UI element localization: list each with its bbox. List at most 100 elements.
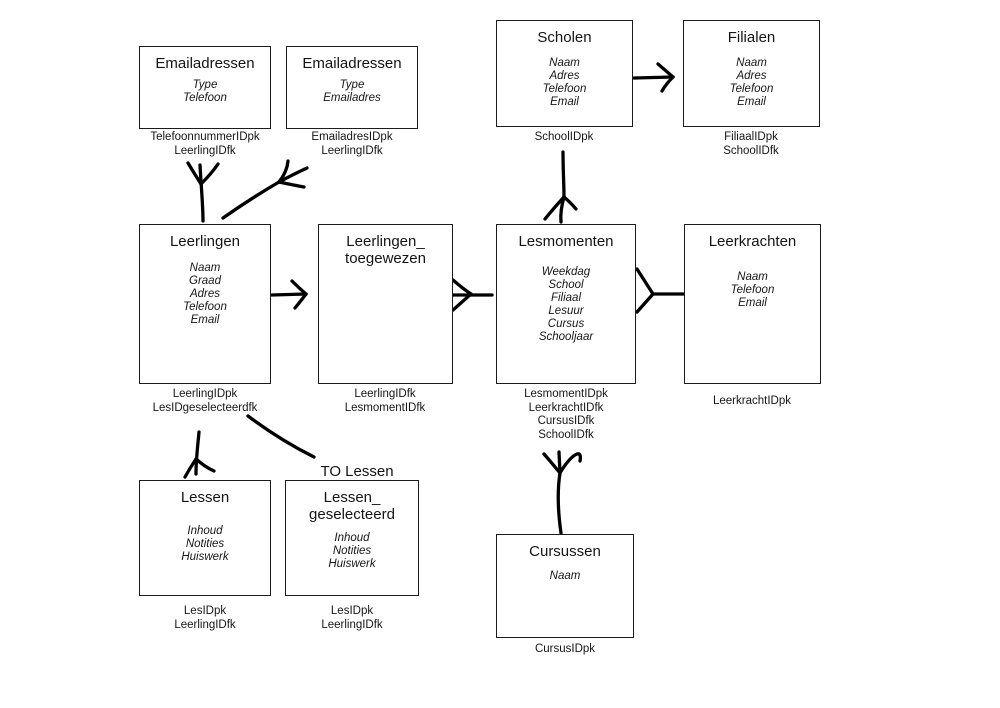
attribute: Graad	[189, 275, 221, 287]
attribute: Naam	[549, 57, 580, 69]
key-labels-scholen: SchoolIDpk	[474, 131, 654, 145]
key-label: FiliaalIDpk	[724, 131, 778, 143]
attribute: School	[548, 279, 584, 291]
crow-foot-prong	[277, 166, 309, 184]
key-labels-cursussen: CursusIDpk	[475, 643, 655, 657]
key-label: CursusIDfk	[537, 415, 595, 427]
connector-line	[198, 163, 205, 223]
entity-leerlingen-toegewezen[interactable]: Leerlingen_ toegewezen	[318, 224, 453, 384]
connector-lesmomenten-cursussen[interactable]	[542, 450, 583, 535]
entity-cursussen[interactable]: Cursussen Naam	[496, 534, 634, 638]
entity-filialen[interactable]: Filialen Naam Adres Telefoon Email	[683, 20, 820, 127]
connector-scholen-lesmomenten[interactable]	[543, 150, 578, 224]
entity-title: Leerlingen	[169, 233, 241, 250]
attribute: Telefoon	[730, 284, 775, 296]
connector-emailadressen1-leerlingen[interactable]	[186, 161, 220, 223]
entity-leerkrachten[interactable]: Leerkrachten Naam Telefoon Email	[684, 224, 821, 384]
key-label: LesmomentIDpk	[524, 388, 608, 400]
crow-foot-prong	[656, 62, 675, 79]
crow-foot-prong	[562, 195, 578, 211]
attribute: Lesuur	[548, 305, 584, 317]
key-label: EmailadresIDpk	[311, 131, 393, 143]
attribute: Emailadres	[323, 92, 381, 104]
crow-foot-prong	[451, 292, 473, 312]
attribute: Naam	[737, 271, 768, 283]
attribute: Weekdag	[541, 266, 591, 278]
entity-title: Emailadressen	[302, 55, 402, 72]
connector-leerlingen-lessen[interactable]	[183, 430, 216, 479]
key-label: LeerlingIDfk	[354, 388, 416, 400]
connector-leerlingen-lessen-geselecteerd[interactable]	[246, 414, 316, 459]
attribute: Adres	[736, 70, 767, 82]
attribute: Telefoon	[542, 83, 587, 95]
key-label: LeerkrachtIDfk	[528, 401, 604, 414]
entity-title: Emailadressen	[155, 55, 255, 72]
attribute: Email	[550, 96, 579, 108]
entity-leerlingen[interactable]: Leerlingen Naam Graad Adres Telefoon Ema…	[139, 224, 271, 384]
key-label: LeerlingIDfk	[174, 618, 236, 631]
connector-leerlingen-toegewezen-lesmomenten[interactable]	[449, 278, 494, 312]
entity-lesmomenten[interactable]: Lesmomenten Weekdag School Filiaal Lesuu…	[496, 224, 636, 384]
attribute: Type	[192, 79, 218, 91]
entity-lessen[interactable]: Lessen Inhoud Notities Huiswerk	[139, 480, 271, 596]
key-labels-lesmomenten: LesmomentIDpk LeerkrachtIDfk CursusIDfk …	[476, 388, 656, 442]
key-label: SchoolIDfk	[723, 144, 779, 157]
key-label: LeerlingIDpk	[172, 388, 238, 400]
crow-foot-prong	[293, 292, 308, 310]
key-labels-filialen: FiliaalIDpk SchoolIDfk	[661, 131, 841, 158]
key-label: LesmomentIDfk	[344, 401, 426, 414]
connector-leerlingen-emailadressen2[interactable]	[221, 159, 309, 220]
attribute: Filiaal	[550, 292, 582, 304]
entity-emailadressen-1[interactable]: Emailadressen Type Telefoon	[139, 46, 271, 129]
to-lessen-label: TO Lessen	[320, 463, 394, 480]
crow-foot-prong	[186, 161, 203, 186]
crow-foot-prong	[559, 195, 566, 224]
connector-lesmomenten-leerkrachten[interactable]	[635, 267, 686, 314]
key-label: TelefoonnummerIDpk	[150, 131, 260, 143]
key-label: LeerlingIDfk	[321, 144, 383, 157]
connector-line	[270, 292, 308, 297]
connector-line	[556, 471, 563, 535]
key-label: LeerkrachtIDpk	[713, 395, 791, 407]
attribute: Telefoon	[729, 83, 774, 95]
connector-scholen-filialen[interactable]	[632, 62, 675, 93]
crow-foot-prong	[199, 162, 220, 186]
entity-title: Lesmomenten	[518, 233, 614, 250]
attribute: Inhoud	[187, 525, 223, 537]
attribute: Adres	[549, 70, 580, 82]
crow-foot-prong	[277, 180, 306, 189]
connector-line	[221, 180, 281, 220]
connector-line	[632, 75, 675, 80]
entity-scholen[interactable]: Scholen Naam Adres Telefoon Email	[496, 20, 633, 127]
crow-foot-prong	[635, 267, 655, 296]
entity-title: Lessen_ geselecteerd	[309, 489, 395, 523]
key-labels-lessen-geselecteerd: LesIDpk LeerlingIDfk	[262, 605, 442, 632]
key-labels-leerlingen: LeerlingIDpk LesIDgeselecteerdfk	[115, 388, 295, 415]
entity-title: Leerkrachten	[708, 233, 797, 250]
attribute: Notities	[185, 538, 225, 550]
entity-lessen-geselecteerd[interactable]: Lessen_ geselecteerd Inhoud Notities Hui…	[285, 480, 419, 596]
connector-line	[246, 414, 316, 459]
entity-emailadressen-2[interactable]: Emailadressen Type Emailadres	[286, 46, 418, 129]
key-labels-leerkrachten: LeerkrachtIDpk	[662, 395, 842, 409]
key-labels-emailadressen-1: TelefoonnummerIDpk LeerlingIDfk	[115, 131, 295, 158]
attribute: Type	[339, 79, 365, 91]
attribute: Notities	[332, 545, 372, 557]
attribute: Naam	[189, 262, 221, 274]
entity-title: Cursussen	[529, 543, 601, 560]
key-labels-leerlingen-toegewezen: LeerlingIDfk LesmomentIDfk	[295, 388, 475, 415]
crow-foot-prong	[635, 292, 655, 314]
entity-title: Scholen	[537, 29, 592, 46]
entity-title: Leerlingen_ toegewezen	[345, 233, 426, 267]
key-label: LesIDpk	[183, 605, 227, 617]
crow-foot-prong	[557, 450, 562, 475]
attribute: Email	[190, 314, 220, 326]
connector-leerlingen-leerlingen-toegewezen[interactable]	[270, 279, 308, 310]
entity-title: Lessen	[180, 489, 230, 506]
crow-foot-prong	[660, 75, 675, 93]
attribute: Schooljaar	[538, 331, 594, 343]
attribute: Inhoud	[334, 532, 370, 544]
key-label: SchoolIDfk	[538, 428, 594, 441]
key-label: LeerlingIDfk	[174, 144, 236, 157]
